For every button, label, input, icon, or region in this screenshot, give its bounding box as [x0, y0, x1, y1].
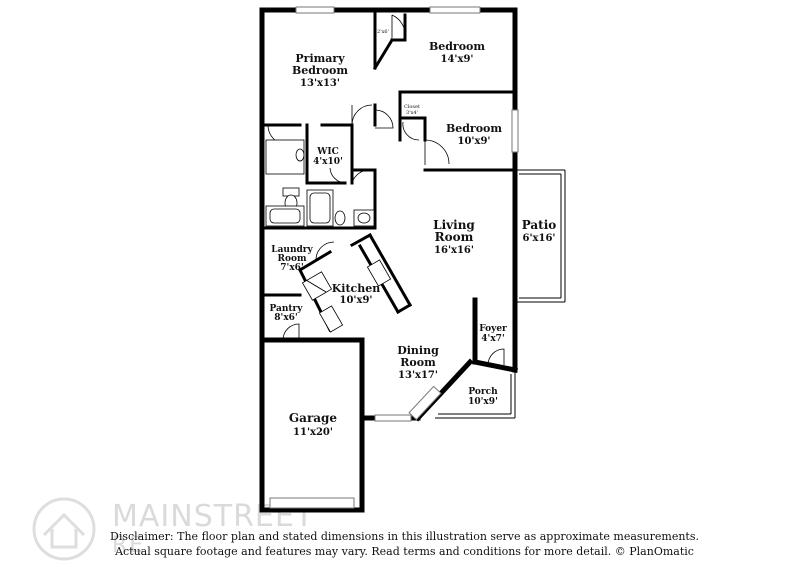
closet-small-dim: 3'x4'	[406, 110, 418, 116]
disclaimer-line-1: Disclaimer: The floor plan and stated di…	[110, 530, 699, 543]
windows	[269, 6, 519, 509]
dining-room-label-2: Room	[400, 356, 436, 369]
foyer-dim: 4'x7'	[481, 334, 504, 344]
pantry-label: Pantry	[269, 304, 303, 314]
fixtures	[265, 139, 392, 333]
garage-dim: 11'x20'	[293, 427, 333, 438]
room-labels: Primary Bedroom 13'x13' Bedroom 14'x9' B…	[269, 29, 556, 438]
living-room-label-1: Living	[433, 218, 475, 232]
closet-top-dim: 2'x6'	[377, 29, 389, 35]
bedroom-1-dim: 14'x9'	[441, 54, 474, 65]
patio-outline	[515, 169, 566, 303]
patio-dim: 6'x16'	[523, 233, 556, 244]
foyer-label: Foyer	[479, 324, 507, 334]
house-logo-icon	[32, 497, 96, 561]
porch-label: Porch	[468, 387, 498, 397]
closet-small-label: Closet	[404, 104, 420, 110]
garage-label: Garage	[289, 411, 338, 425]
kitchen-label: Kitchen	[332, 282, 381, 295]
disclaimer-line-2: Actual square footage and features may v…	[115, 545, 694, 558]
bedroom-2-label: Bedroom	[446, 122, 502, 135]
primary-bedroom-label-2: Bedroom	[292, 64, 348, 77]
living-room-label-2: Room	[435, 230, 474, 244]
dining-room-label-1: Dining	[397, 344, 439, 357]
living-room-dim: 16'x16'	[434, 245, 474, 256]
porch-dim: 10'x9'	[468, 397, 498, 407]
doors	[267, 14, 505, 366]
wic-label: WIC	[316, 147, 338, 157]
bedroom-1-label: Bedroom	[429, 40, 485, 53]
patio-label: Patio	[522, 218, 557, 232]
watermark-text-2: RE	[112, 533, 146, 558]
pantry-dim: 8'x6'	[274, 313, 297, 323]
wic-dim: 4'x10'	[313, 157, 343, 167]
dining-room-dim: 13'x17'	[398, 370, 438, 381]
laundry-dim: 7'x6'	[280, 263, 303, 273]
porch-outline	[435, 370, 516, 419]
laundry-label-1: Laundry	[271, 245, 313, 255]
bedroom-2-dim: 10'x9'	[458, 136, 491, 147]
primary-bedroom-dim: 13'x13'	[300, 78, 340, 89]
primary-bedroom-label-1: Primary	[295, 52, 345, 65]
kitchen-dim: 10'x9'	[340, 295, 373, 306]
laundry-label-2: Room	[277, 254, 306, 264]
